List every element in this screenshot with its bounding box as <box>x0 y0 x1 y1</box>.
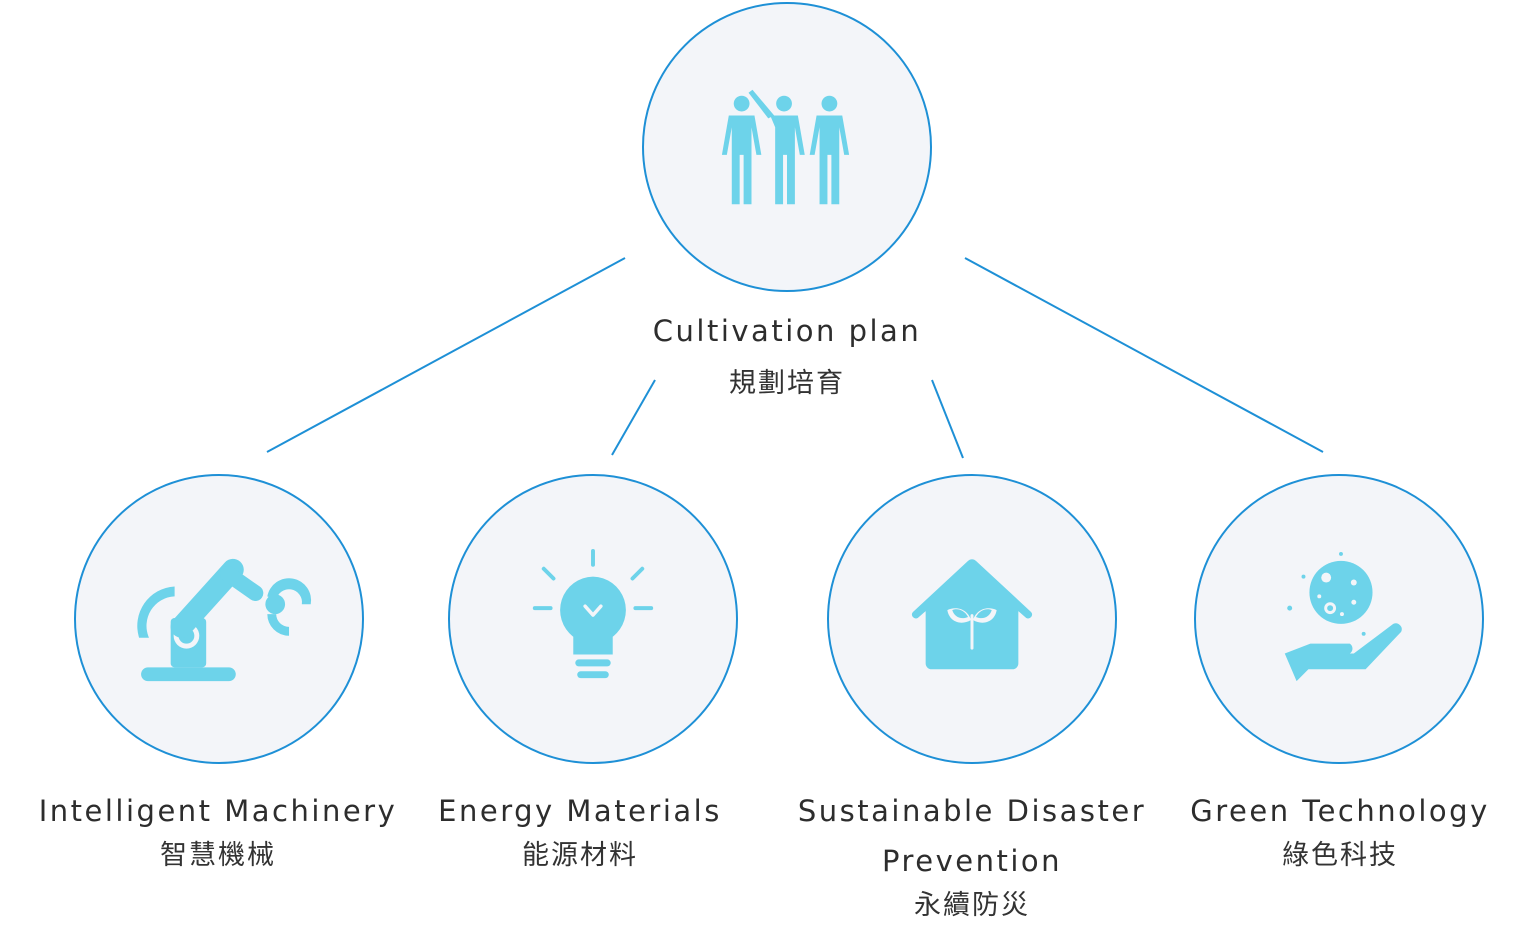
connector-line <box>931 379 964 459</box>
node-title-zh: 能源材料 <box>522 840 638 871</box>
node-title-zh: 綠色科技 <box>1282 840 1398 871</box>
node-label-intelligent-machinery: Intelligent Machinery 智慧機械 <box>8 786 428 876</box>
node-title-zh: 永續防災 <box>914 890 1030 921</box>
node-label-green-technology: Green Technology 綠色科技 <box>1155 786 1525 876</box>
node-circle-intelligent-machinery <box>74 474 364 764</box>
node-label-sustainable-disaster-prevention: Sustainable Disaster Prevention 永續防災 <box>772 786 1172 926</box>
node-title-en: Intelligent Machinery <box>38 794 398 828</box>
node-circle-sustainable-disaster-prevention <box>827 474 1117 764</box>
node-circle-green-technology <box>1194 474 1484 764</box>
connector-line <box>266 257 626 453</box>
connector-line <box>611 379 656 456</box>
root-label: Cultivation plan 規劃培育 <box>587 306 987 404</box>
node-label-energy-materials: Energy Materials 能源材料 <box>380 786 780 876</box>
node-title-en-line2: Prevention <box>881 844 1063 878</box>
robot-arm-icon <box>137 558 312 682</box>
lightbulb-icon <box>532 548 654 679</box>
node-circle-energy-materials <box>448 474 738 764</box>
node-title-en: Sustainable Disaster <box>797 794 1147 828</box>
root-title-zh: 規劃培育 <box>729 368 845 399</box>
people-group-icon <box>721 89 850 205</box>
node-title-en: Energy Materials <box>438 794 722 828</box>
hand-globe-icon <box>1284 551 1402 682</box>
root-title-en: Cultivation plan <box>652 314 922 348</box>
connector-line <box>964 257 1324 453</box>
house-sprout-icon <box>912 559 1032 670</box>
node-title-en: Green Technology <box>1190 794 1490 828</box>
node-title-zh: 智慧機械 <box>160 840 276 871</box>
root-node-circle <box>642 2 932 292</box>
